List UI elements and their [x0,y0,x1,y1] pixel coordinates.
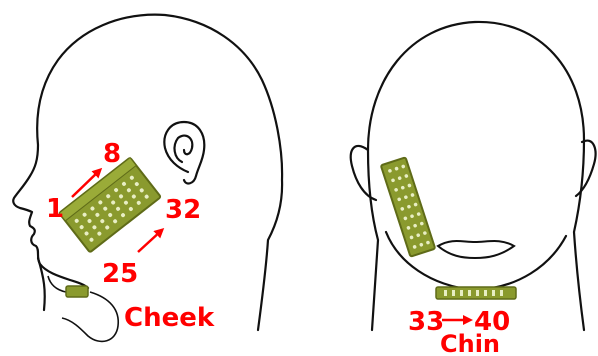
front-ear-left [351,146,376,200]
front-cheek-electrode-array [381,157,435,256]
label-8: 8 [103,139,121,169]
neck-electrode-wire [62,292,118,341]
label-33: 33 [408,307,444,337]
caption-cheek: Cheek [124,303,215,333]
side-head-outline [13,15,282,330]
ear-inner [175,136,193,162]
caption-chin: Chin [440,330,500,356]
label-1: 1 [46,194,64,224]
label-32: 32 [165,195,201,225]
front-ear-right [576,141,596,196]
arrow-25-to-32 [138,230,162,252]
side-head-view: 1 8 32 25 Cheek [13,15,282,342]
front-head-view: 33 40 Chin [351,22,596,356]
neck-electrode [66,286,88,297]
label-25: 25 [102,259,138,289]
chin-electrode-array [436,287,516,299]
front-lips [438,241,514,258]
cheek-electrode-array [59,158,161,253]
